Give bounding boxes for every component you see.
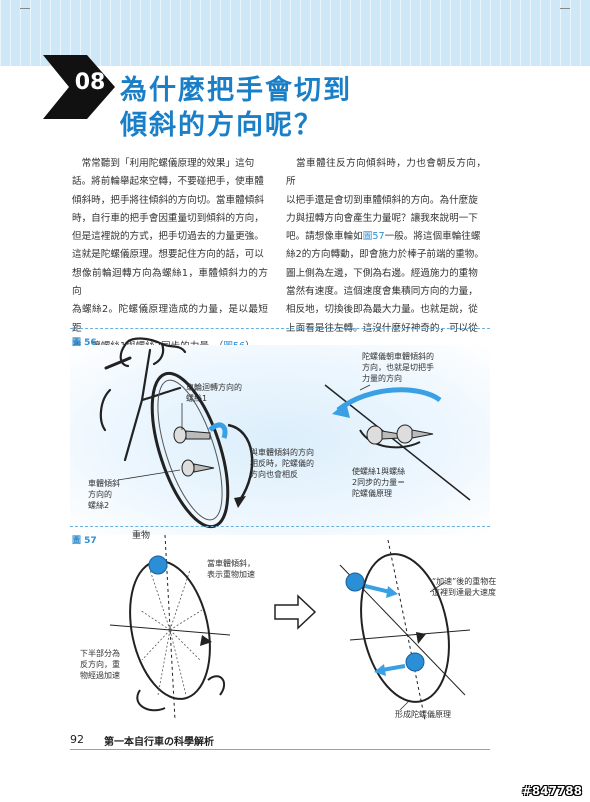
body-left-column: 常常聽到「利用陀螺儀原理的效果」這句 話。將前輪舉起來空轉，不要碰把手，使車體 …: [72, 155, 268, 356]
weight-ball-icon: [345, 572, 365, 592]
figure-divider: [70, 526, 490, 527]
caption-opposite: 與車體傾斜的方向相反時，陀螺儀的方向也會相反: [250, 448, 314, 479]
body-line: 力與扭轉方向會產生力量呢？讓我來說明一下: [286, 212, 478, 224]
body-line: 這就是陀螺儀原理。想要記住方向的話，可以: [72, 249, 264, 261]
bicycle-illustration: [99, 337, 187, 462]
caption-weight: 重物: [132, 531, 151, 541]
screw-icon: [173, 426, 211, 444]
footer-rule: [70, 749, 490, 750]
weight-ball-icon: [148, 555, 168, 575]
caption-lower-half: 下半部分為反方向，重物經過加速: [80, 649, 120, 680]
page-number: 92: [70, 733, 84, 746]
body-line: 但是這裡說的方式，把手切過去的力量更強。: [72, 231, 264, 243]
body-line: 話。將前輪舉起來空轉，不要碰把手，使車體: [72, 176, 264, 188]
book-title: 第一本自行車の科學解析: [104, 737, 214, 748]
caption-screw2: 車體傾斜方向的螺絲2: [88, 479, 120, 510]
figure-divider: [70, 328, 490, 329]
chapter-arrow-icon: [43, 55, 115, 119]
rotation-arrow-icon: [136, 689, 166, 712]
body-line: 圖上側為左邊，下側為右邊。經過施力的重物: [286, 267, 478, 279]
body-line: 絲2的方向轉動，即會施力於棒子前端的重物。: [286, 249, 484, 261]
caption-accelerated: “加速”後的重物在這裡到達最大速度: [432, 577, 497, 597]
body-line: 當然有速度。這個速度會集積同方向的力量，: [286, 286, 478, 298]
figure57-label: 圖 57: [72, 536, 97, 546]
weight-ball-icon: [405, 652, 425, 672]
wheel-ellipse: [360, 553, 450, 703]
body-line: 想像前輪迴轉方向為螺絲1，車體傾斜力的方向: [72, 267, 268, 298]
watermark: #847788: [521, 784, 582, 798]
header-band: [0, 0, 590, 66]
body-line: 相反地，切換後即為最大力量。也就是說，從: [286, 304, 478, 316]
transition-arrow-icon: [274, 594, 317, 630]
caption-gyro-direction: 陀螺儀朝車體傾斜的方向，也就是切把手力量的方向: [362, 352, 434, 383]
caption-tilt: 當車體傾斜，表示重物加速: [207, 559, 255, 579]
rotation-arrow-icon: [227, 423, 254, 501]
figure56-label: 圖 56: [72, 338, 97, 348]
caption-screw1: 車輪迴轉方向的螺絲1: [186, 383, 242, 403]
screw-icon: [366, 425, 401, 445]
figure56-drawing: [99, 337, 471, 529]
body-line: 常常聽到「利用陀螺儀原理的效果」這句: [72, 158, 255, 169]
body-right-column: 當車體往反方向傾斜時，力也會朝反方向，所 以把手還是會切到車體傾斜的方向。為什麼…: [286, 155, 486, 338]
screw-icon: [181, 459, 215, 477]
body-line: 吧。請想像車輪如圖57一般。將這個車輪往螺: [286, 231, 481, 243]
screw-icon: [396, 424, 434, 444]
crop-mark: [560, 8, 570, 9]
page-title-line1: 為什麼把手會切到: [120, 75, 352, 106]
figure56-background: [70, 345, 490, 535]
rotation-arrow-icon: [359, 429, 421, 449]
figure57-drawing: [109, 534, 471, 721]
body-line: 以把手還是會切到車體傾斜的方向。為什麼旋: [286, 194, 478, 206]
rotation-arrow-icon: [207, 675, 226, 696]
gyro-arrow-icon: [336, 387, 442, 412]
body-line: 傾斜時，把手將往傾斜的方向切。當車體傾斜: [72, 194, 264, 206]
body-line: 當車體往反方向傾斜時，力也會朝反方向，所: [286, 158, 486, 188]
page-title-line2: 傾斜的方向呢？: [120, 110, 323, 141]
body-line: 時，自行車的把手會因重量切到傾斜的方向，: [72, 212, 264, 224]
caption-formed: 形成陀螺儀原理: [395, 710, 451, 719]
crop-mark: [20, 8, 30, 9]
rotation-arrow-icon: [208, 422, 228, 439]
figure-ref-57[interactable]: 圖57: [362, 231, 385, 243]
chapter-number: 08: [74, 70, 106, 95]
